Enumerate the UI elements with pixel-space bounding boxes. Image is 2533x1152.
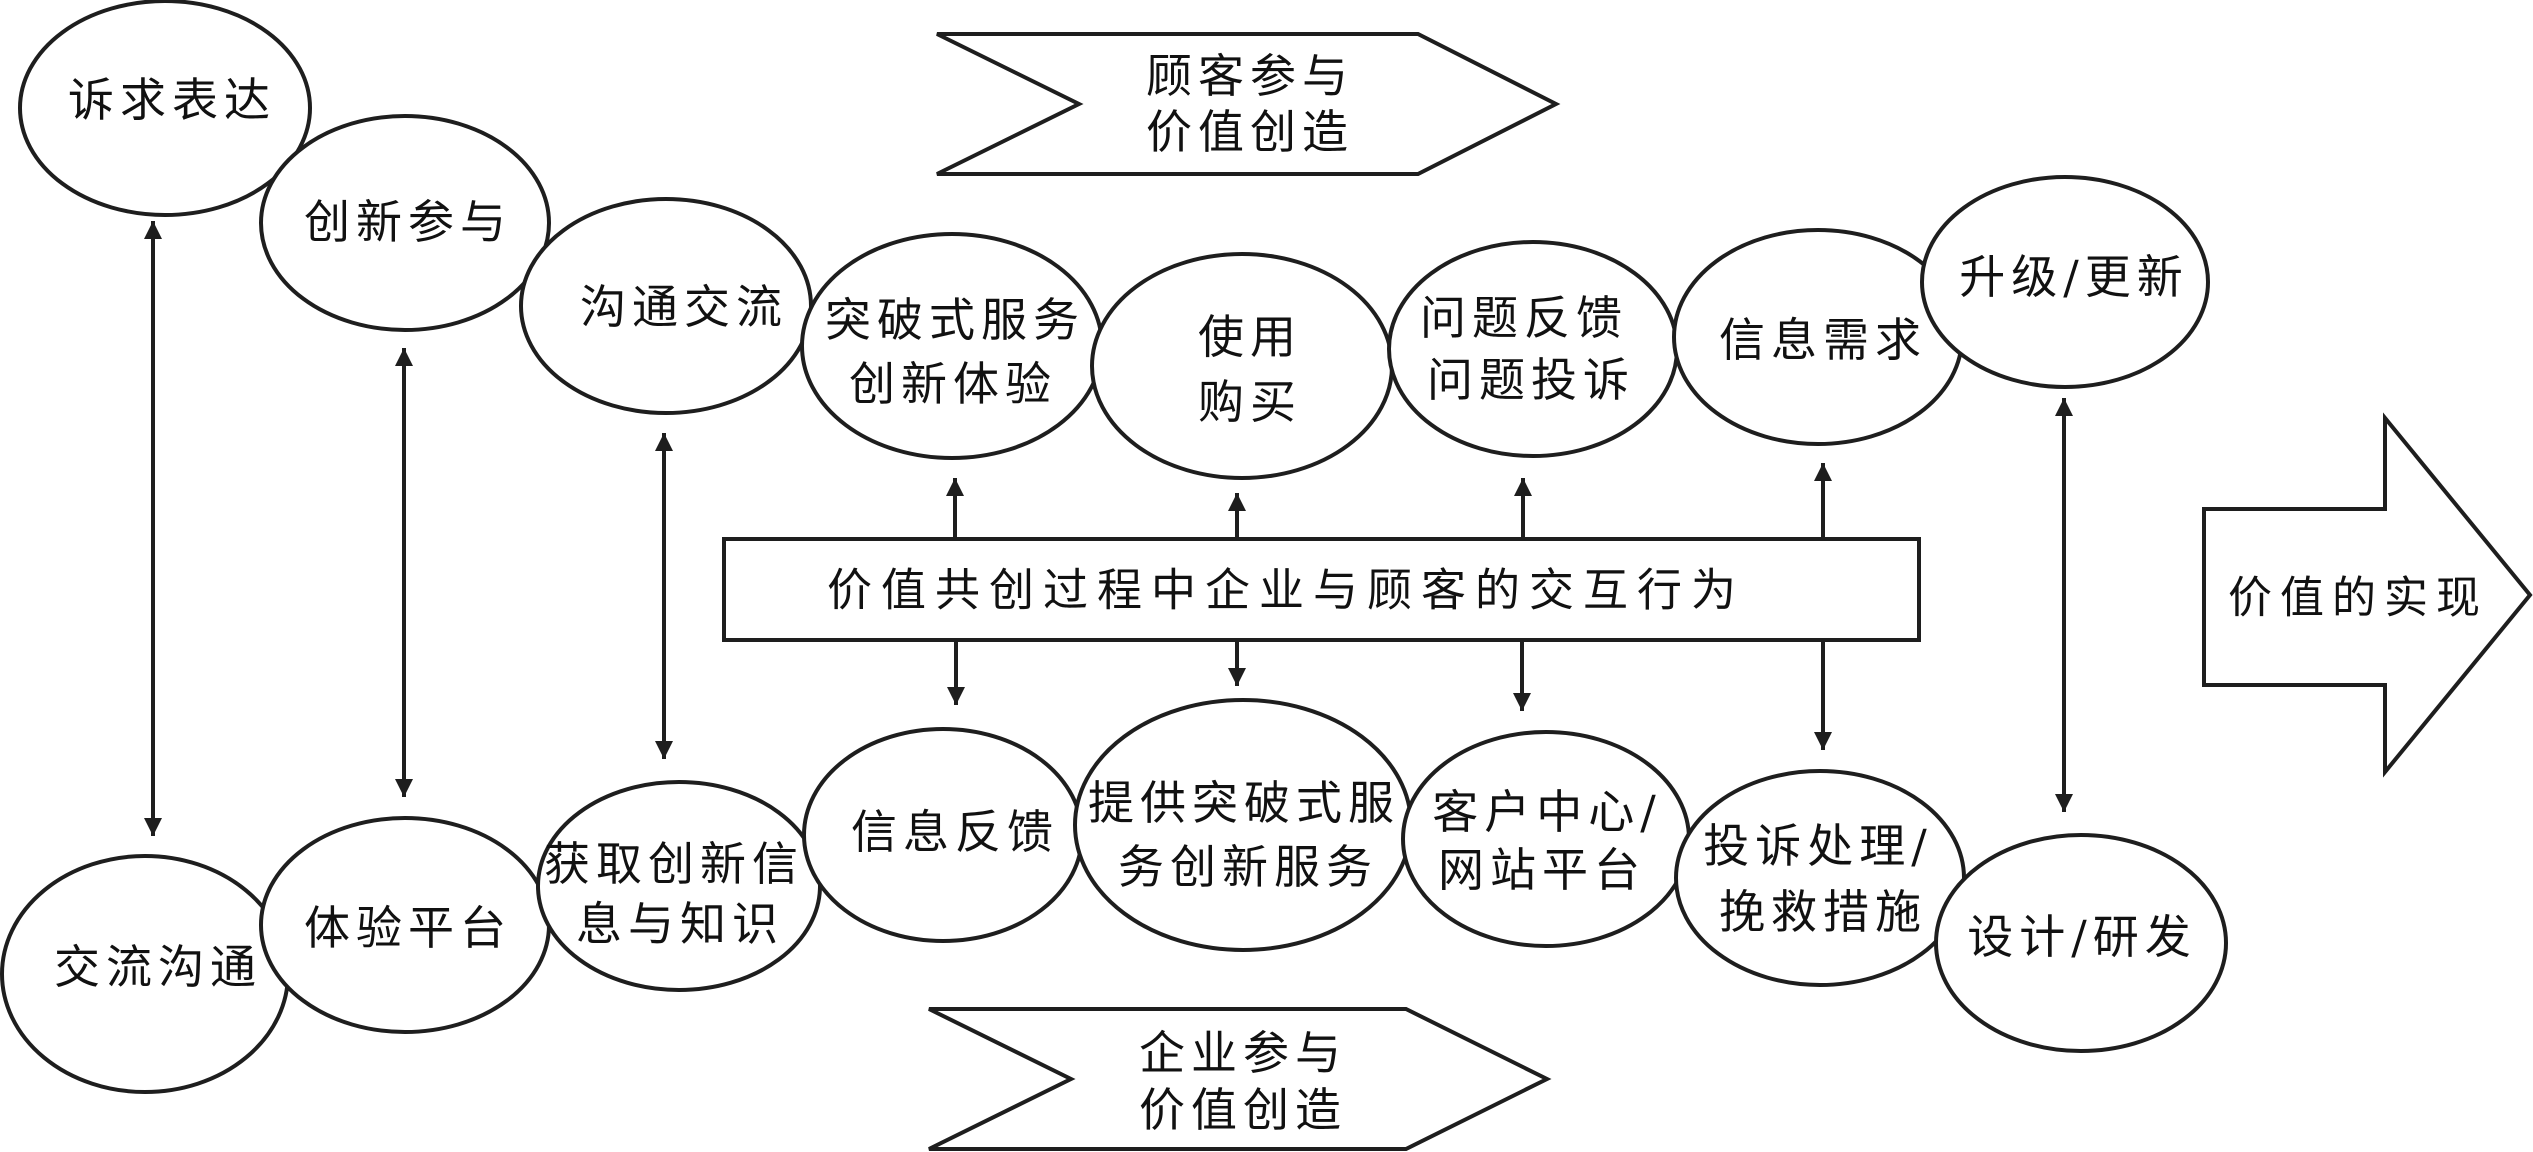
block-arrow-shape	[2202, 412, 2533, 778]
node-ellipse	[1674, 769, 1966, 987]
node-ellipse	[259, 114, 551, 332]
customer-behaviors-row: 诉求表达 创新参与 沟通交流 突破式服务 创新体验 使用 购买 问题反馈 问题投…	[18, 0, 2210, 480]
node-label: 沟通交流	[580, 280, 788, 334]
customer-behavior-node: 创新参与	[259, 114, 551, 332]
node-label-line-1: 投诉处理/	[1703, 819, 1933, 873]
node-ellipse	[1387, 240, 1679, 458]
node-label: 体验平台	[304, 901, 512, 955]
banner-line-1: 顾客参与	[1146, 49, 1354, 103]
node-label: 信息需求	[1719, 313, 1927, 367]
node-label: 交流沟通	[54, 940, 262, 994]
node-label-line-2: 网站平台	[1438, 843, 1646, 897]
value-realization-arrow: 价值的实现	[2202, 412, 2533, 778]
customer-behavior-node: 诉求表达	[18, 0, 312, 217]
node-label: 设计/研发	[1967, 910, 2197, 964]
node-label: 诉求表达	[68, 73, 276, 127]
node-ellipse	[1401, 730, 1691, 948]
node-label-line-2: 购买	[1198, 375, 1302, 429]
connectors	[144, 221, 2073, 836]
enterprise-behaviors-row: 交流沟通 体验平台 获取创新信 息与知识 信息反馈 提供突破式服 务创新服务 客…	[0, 698, 2228, 1094]
node-label: 升级/更新	[1959, 250, 2189, 304]
enterprise-behavior-node: 设计/研发	[1934, 833, 2228, 1053]
customer-behavior-node: 沟通交流	[519, 197, 813, 415]
enterprise-behavior-node: 交流沟通	[0, 854, 290, 1094]
chevron-shape	[928, 1007, 1552, 1151]
node-label-line-1: 客户中心/	[1432, 785, 1662, 839]
enterprise-behavior-node: 提供突破式服 务创新服务	[1073, 698, 1413, 952]
node-label-line-2: 息与知识	[576, 897, 784, 951]
node-label-line-1: 突破式服务	[825, 293, 1085, 347]
node-label-line-2: 务创新服务	[1118, 840, 1378, 894]
node-label-line-2: 问题投诉	[1427, 353, 1635, 407]
node-label-line-1: 获取创新信	[544, 837, 804, 891]
node-ellipse	[18, 0, 312, 217]
customer-behavior-node: 升级/更新	[1920, 175, 2210, 389]
node-ellipse	[1090, 252, 1394, 480]
node-label-line-1: 提供突破式服	[1088, 776, 1400, 830]
node-label-line-1: 使用	[1198, 310, 1302, 364]
enterprise-behavior-node: 信息反馈	[802, 727, 1084, 943]
banner-line-2: 价值创造	[1139, 1083, 1347, 1137]
customer-behavior-node: 使用 购买	[1090, 252, 1394, 480]
center-box-label: 价值共创过程中企业与顾客的交互行为	[827, 564, 1745, 617]
enterprise-participation-banner: 企业参与 价值创造	[928, 1007, 1552, 1151]
node-label: 信息反馈	[851, 805, 1059, 859]
node-ellipse	[1934, 833, 2228, 1053]
node-label: 创新参与	[304, 195, 512, 249]
customer-behavior-node: 突破式服务 创新体验	[800, 232, 1104, 460]
center-box-frame	[722, 537, 1921, 642]
enterprise-behavior-node: 投诉处理/ 挽救措施	[1674, 769, 1966, 987]
banner-line-1: 企业参与	[1139, 1026, 1347, 1080]
node-ellipse	[1920, 175, 2210, 389]
node-label-line-2: 创新体验	[849, 357, 1057, 411]
center-box: 价值共创过程中企业与顾客的交互行为	[722, 537, 1921, 642]
enterprise-behavior-node: 体验平台	[259, 816, 551, 1034]
customer-behavior-node: 问题反馈 问题投诉	[1387, 240, 1679, 458]
banner-line-2: 价值创造	[1146, 105, 1354, 159]
customer-behavior-node: 信息需求	[1672, 228, 1964, 446]
node-label-line-2: 挽救措施	[1719, 885, 1927, 939]
chevron-shape	[936, 32, 1561, 176]
enterprise-behavior-node: 客户中心/ 网站平台	[1401, 730, 1691, 948]
node-label-line-1: 问题反馈	[1420, 291, 1628, 345]
value-realization-label: 价值的实现	[2228, 573, 2488, 624]
customer-participation-banner: 顾客参与 价值创造	[936, 32, 1561, 176]
enterprise-behavior-node: 获取创新信 息与知识	[536, 780, 822, 992]
